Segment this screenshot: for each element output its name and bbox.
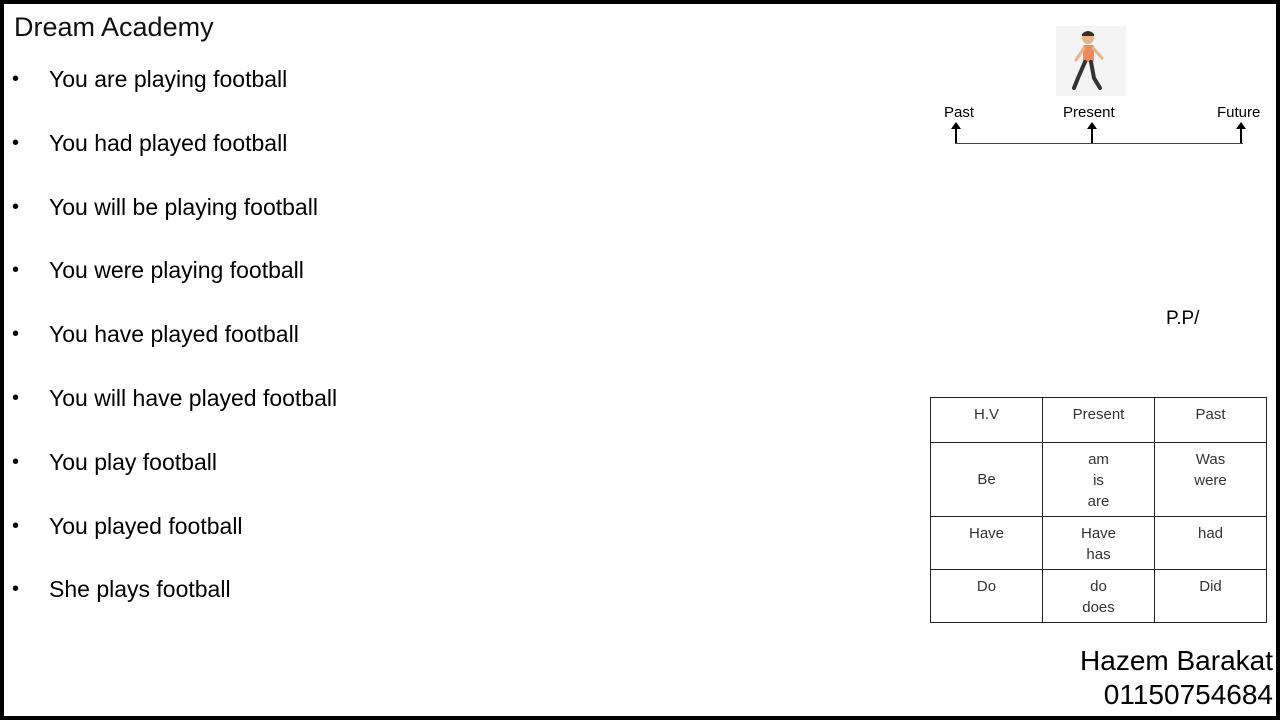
sentence-item: • You played football — [12, 507, 337, 571]
sentence-item: • She plays football — [12, 570, 337, 634]
sentence-text: You played football — [49, 512, 243, 539]
table-cell-present: do does — [1042, 569, 1155, 623]
sentence-text: You will be playing football — [49, 193, 318, 220]
cell-line: Have — [1080, 525, 1117, 542]
table-cell-verb: Have — [930, 516, 1043, 570]
bullet-icon: • — [12, 578, 20, 601]
table-cell-present: Have has — [1042, 516, 1155, 570]
table-header-cell: H.V — [930, 397, 1043, 443]
slide: Dream Academy • You are playing football … — [4, 4, 1276, 716]
sentence-text: You are playing football — [49, 66, 288, 92]
timeline-label-future: Future — [1217, 104, 1261, 121]
timeline-label-present: Present — [1063, 104, 1115, 121]
sentence-text: You were playing football — [49, 257, 304, 284]
table-row: Do do does Did — [930, 569, 1267, 623]
bullet-icon: • — [12, 195, 20, 218]
timeline-line — [955, 143, 1243, 144]
cell-line: am — [1088, 451, 1109, 468]
table-cell-verb: Be — [930, 442, 1043, 517]
sentence-item: • You are playing football — [12, 60, 337, 124]
table-row: Be am is are Was were — [930, 442, 1267, 517]
cell-line: is — [1093, 472, 1104, 489]
table-cell-past: had — [1154, 516, 1267, 570]
author-name: Hazem Barakat — [1080, 645, 1273, 676]
sentence-item: • You had played football — [12, 124, 337, 188]
bullet-icon: • — [12, 450, 20, 473]
sentence-text: You play football — [49, 448, 217, 475]
table-cell-past: Was were — [1154, 442, 1267, 517]
past-participle-label: P.P/ — [1166, 308, 1200, 329]
cell-line: had — [1197, 525, 1224, 542]
cell-line: does — [1082, 599, 1115, 616]
sentence-text: You will have played football — [49, 384, 338, 411]
walking-person-icon — [1056, 26, 1126, 96]
arrow-up-icon — [1087, 122, 1097, 144]
sentence-item: • You have played football — [12, 315, 337, 379]
slide-title: Dream Academy — [14, 12, 214, 42]
helping-verbs-table: H.V Present Past Be am is are Was were H… — [930, 397, 1267, 623]
table-header-cell: Past — [1154, 397, 1267, 443]
table-cell-past: Did — [1154, 569, 1267, 623]
cell-line: has — [1086, 546, 1111, 563]
bullet-icon: • — [12, 514, 20, 537]
table-row: Have Have has had — [930, 516, 1267, 570]
sentence-item: • You play football — [12, 443, 337, 507]
author-block: Hazem Barakat 01150754684 — [1080, 644, 1273, 712]
sentence-item: • You will be playing football — [12, 188, 337, 252]
table-cell-present: am is are — [1042, 442, 1155, 517]
timeline-label-past: Past — [944, 104, 975, 121]
table-cell-verb: Do — [930, 569, 1043, 623]
bullet-icon: • — [12, 259, 20, 282]
cell-line: Was — [1195, 451, 1226, 468]
bullet-icon: • — [12, 68, 20, 90]
cell-line: Did — [1199, 578, 1222, 595]
sentence-item: • You will have played football — [12, 379, 337, 443]
table-header-row: H.V Present Past — [930, 397, 1267, 443]
sentence-text: You had played football — [49, 129, 288, 156]
arrow-up-icon — [1236, 122, 1246, 144]
sentence-text: You have played football — [49, 321, 299, 348]
bullet-icon: • — [12, 386, 20, 409]
sentence-item: • You were playing football — [12, 251, 337, 315]
tense-timeline: Past Present Future — [934, 22, 1274, 162]
bullet-icon: • — [12, 131, 20, 154]
table-header-cell: Present — [1042, 397, 1155, 443]
sentence-list: • You are playing football • You had playe… — [12, 60, 337, 634]
author-phone: 01150754684 — [1103, 679, 1273, 710]
sentence-text: She plays football — [49, 576, 231, 603]
bullet-icon: • — [12, 323, 20, 346]
cell-line: are — [1087, 493, 1110, 510]
cell-line: were — [1194, 472, 1227, 489]
cell-line: do — [1090, 578, 1107, 595]
arrow-up-icon — [951, 122, 961, 144]
